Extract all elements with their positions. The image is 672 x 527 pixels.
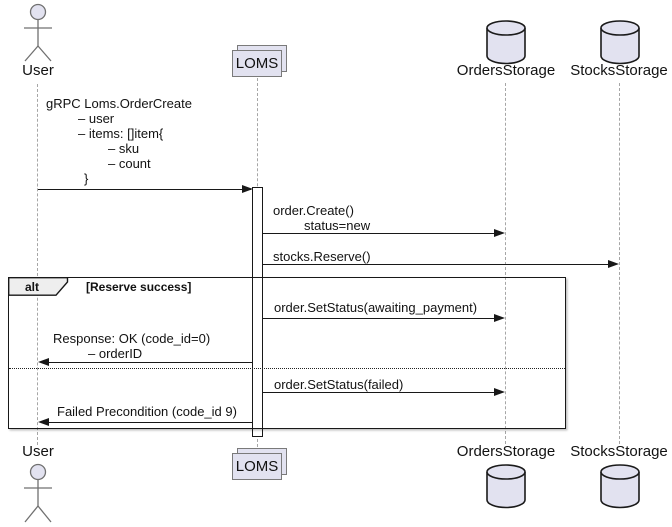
arrowhead xyxy=(608,259,619,268)
participant-label-user-top: User xyxy=(22,62,54,79)
message-arrow xyxy=(263,318,494,319)
database-icon xyxy=(600,464,640,509)
collections-icon: LOMS xyxy=(232,448,287,480)
alt-else-divider xyxy=(9,368,565,369)
message-label: order.Create() xyxy=(273,203,354,218)
collections-icon: LOMS xyxy=(232,45,287,77)
message-label: order.SetStatus(failed) xyxy=(274,377,404,392)
message-label: order.SetStatus(awaiting_payment) xyxy=(274,300,478,315)
database-icon xyxy=(600,20,640,65)
message-arrow xyxy=(263,233,494,234)
participant-label-orders-top: OrdersStorage xyxy=(456,62,556,79)
message-label: – orderID xyxy=(88,346,143,361)
participant-label-stocks-top: StocksStorage xyxy=(570,62,668,79)
alt-frame xyxy=(8,277,566,429)
message-label: stocks.Reserve() xyxy=(273,249,371,264)
activation-bar-loms xyxy=(252,187,263,437)
arrowhead xyxy=(494,228,505,237)
arrowhead xyxy=(494,387,505,396)
participant-label-user-bottom: User xyxy=(22,443,54,460)
message-label: – sku xyxy=(108,141,140,156)
message-label: – count xyxy=(108,156,151,171)
message-label: Failed Precondition (code_id 9) xyxy=(57,404,237,419)
message-arrow xyxy=(49,422,253,423)
participant-label-loms-bottom: LOMS xyxy=(232,453,282,480)
lifeline-orders-storage xyxy=(505,83,506,444)
alt-condition: [Reserve success] xyxy=(86,280,192,294)
message-label: – items: []item{ xyxy=(78,126,164,141)
message-arrow xyxy=(38,189,251,190)
message-label: gRPC Loms.OrderCreate xyxy=(46,96,192,111)
database-icon xyxy=(486,464,526,509)
participant-label-orders-bottom: OrdersStorage xyxy=(456,443,556,460)
message-arrow xyxy=(49,362,253,363)
message-label: – user xyxy=(78,111,115,126)
database-icon xyxy=(486,20,526,65)
lifeline-stocks-storage xyxy=(619,83,620,444)
alt-keyword: alt xyxy=(25,280,40,294)
arrowhead xyxy=(494,313,505,322)
arrowhead xyxy=(38,357,49,366)
actor-icon xyxy=(24,463,52,523)
participant-label-stocks-bottom: StocksStorage xyxy=(570,443,668,460)
message-arrow xyxy=(263,392,494,393)
message-label: status=new xyxy=(304,218,371,233)
alt-frame-tab xyxy=(8,277,69,296)
arrowhead xyxy=(38,417,49,426)
arrowhead xyxy=(242,184,253,193)
message-label: Response: OK (code_id=0) xyxy=(53,331,211,346)
lifeline-user xyxy=(37,84,38,445)
message-arrow xyxy=(263,264,608,265)
participant-label-loms-top: LOMS xyxy=(232,50,282,77)
message-label: } xyxy=(84,171,89,186)
actor-icon xyxy=(24,3,52,62)
